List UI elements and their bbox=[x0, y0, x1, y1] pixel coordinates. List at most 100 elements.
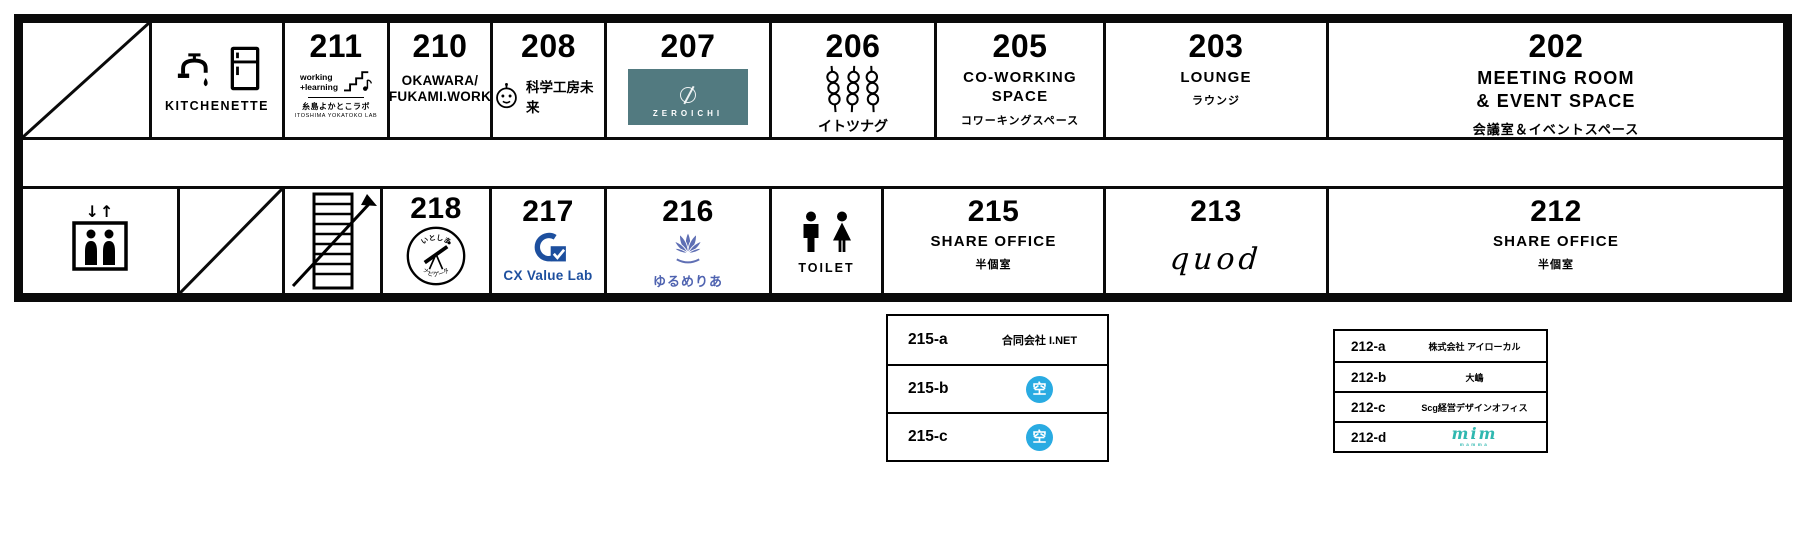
table-row: 215-c 空 bbox=[888, 412, 1107, 460]
unit-id: 212-d bbox=[1351, 429, 1387, 445]
zeroichi-mark-icon bbox=[680, 86, 696, 103]
kitchenette-icons bbox=[174, 46, 260, 91]
divider bbox=[308, 96, 364, 98]
quod-logo: quod bbox=[1168, 241, 1264, 277]
tenant-name: OKAWARA/ FUKAMI.WORK bbox=[390, 72, 492, 104]
vacancy-cell: 空 bbox=[982, 423, 1107, 451]
room-name-jp: ラウンジ bbox=[1192, 95, 1240, 108]
toilet-icon bbox=[803, 211, 851, 252]
unused-corner-area bbox=[23, 23, 152, 137]
room-name: SHARE OFFICE bbox=[930, 232, 1057, 250]
room-210: 210 OKAWARA/ FUKAMI.WORK bbox=[390, 23, 493, 137]
table-row: 212-d mim mamma bbox=[1335, 421, 1546, 451]
room-211: 211 working +learning 糸島よかとこラボ ITOSHI bbox=[285, 23, 390, 137]
mim-logo: mim mamma bbox=[1451, 424, 1498, 448]
room-number: 203 bbox=[1188, 28, 1244, 64]
unit-id: 215-a bbox=[908, 331, 948, 348]
vacant-badge: 空 bbox=[1026, 423, 1053, 451]
room-name-jp: 会議室＆イベントスペース bbox=[1472, 122, 1640, 137]
toilet-area: TOILET bbox=[772, 189, 884, 293]
diagonal-line bbox=[180, 189, 282, 293]
svg-text:いとしま: いとしま bbox=[420, 233, 453, 245]
room-name-jp: コワーキングスペース bbox=[960, 114, 1080, 127]
table-row: 212-b 大嶋 bbox=[1335, 361, 1546, 391]
unused-area bbox=[180, 189, 285, 293]
tenant-logo-cell: mim mamma bbox=[1413, 426, 1546, 448]
room-number: 213 bbox=[1190, 195, 1242, 228]
room-number: 208 bbox=[521, 28, 576, 64]
tenant-logo-row: 科学工房未来 bbox=[493, 76, 604, 116]
table-row: 215-a 合同会社 I.NET bbox=[888, 316, 1107, 364]
room-name: MEETING ROOM & EVENT SPACE bbox=[1476, 67, 1636, 111]
kagaku-kobo-mascot-icon bbox=[496, 82, 517, 108]
room-name: SHARE OFFICE bbox=[1492, 232, 1620, 250]
unit-id: 215-c bbox=[908, 428, 948, 445]
faucet-icon bbox=[177, 53, 208, 87]
tenant-name: イトツナグ bbox=[818, 117, 888, 134]
room-name-jp: 半個室 bbox=[1538, 259, 1574, 271]
room-212-detail-table: 212-a 株式会社 アイローカル 212-b 大嶋 212-c Scg経営デザ… bbox=[1333, 329, 1548, 453]
room-215: 215 SHARE OFFICE 半個室 bbox=[884, 189, 1106, 293]
room-207: 207 ZEROICHI bbox=[607, 23, 772, 137]
unit-id: 215-b bbox=[908, 380, 949, 397]
room-number: 217 bbox=[522, 195, 574, 228]
vacant-badge: 空 bbox=[1026, 375, 1053, 403]
tenant-name: 合同会社 I.NET bbox=[1001, 335, 1078, 347]
room-number: 210 bbox=[412, 28, 468, 64]
room-203: 203 LOUNGE ラウンジ bbox=[1106, 23, 1329, 137]
table-row: 215-b 空 bbox=[888, 364, 1107, 412]
working-learning-label: working +learning bbox=[299, 72, 339, 92]
yokatoko-logo: working +learning bbox=[300, 67, 372, 93]
room-name: CO-WORKING SPACE bbox=[963, 68, 1077, 106]
tenant-name: Scg経営デザインオフィス bbox=[1421, 402, 1528, 413]
room-number: 207 bbox=[660, 28, 716, 64]
room-216: 216 ゆるめりあ bbox=[607, 189, 772, 293]
room-number: 215 bbox=[967, 195, 1020, 228]
room-215-detail-table: 215-a 合同会社 I.NET 215-b 空 215-c 空 bbox=[886, 314, 1109, 462]
zeroichi-logo: ZEROICHI bbox=[628, 68, 748, 125]
unit-id: 212-c bbox=[1351, 399, 1386, 415]
room-218: 218 いとしま ナビゲータ bbox=[383, 189, 492, 293]
room-name: LOUNGE bbox=[1180, 68, 1252, 86]
table-row: 212-c Scg経営デザインオフィス bbox=[1335, 391, 1546, 421]
tenant-name: ゆるめりあ bbox=[652, 273, 723, 289]
diagonal-line bbox=[23, 23, 149, 137]
tenant-name: 大嶋 bbox=[1465, 372, 1484, 383]
unit-id: 212-a bbox=[1351, 338, 1386, 354]
tenant-name-jp: 糸島よかとこラボ bbox=[302, 101, 370, 111]
elevator-arrows: ↓↑ bbox=[85, 202, 115, 221]
ascending-steps-icon bbox=[344, 70, 372, 91]
fridge-icon bbox=[230, 46, 260, 91]
room-number: 211 bbox=[309, 28, 363, 64]
room-number: 202 bbox=[1528, 28, 1584, 64]
toilet-label: TOILET bbox=[798, 260, 855, 275]
svg-text:ナビゲータ: ナビゲータ bbox=[421, 266, 451, 279]
room-205: 205 CO-WORKING SPACE コワーキングスペース bbox=[937, 23, 1106, 137]
elevator-area: ↓↑ bbox=[23, 189, 180, 293]
zeroichi-logo-text: ZEROICHI bbox=[652, 108, 724, 118]
building-outline: KITCHENETTE 211 working +learning bbox=[14, 14, 1792, 302]
room-number: 206 bbox=[825, 28, 881, 64]
kitchenette-label: KITCHENETTE bbox=[165, 99, 269, 113]
top-row: KITCHENETTE 211 working +learning bbox=[23, 23, 1783, 140]
tenant-name: 株式会社 アイローカル bbox=[1428, 341, 1521, 352]
cx-value-lab-mark-icon bbox=[534, 232, 566, 261]
room-208: 208 科学工房未来 bbox=[493, 23, 607, 137]
tenant-name: 科学工房未来 bbox=[525, 79, 594, 115]
room-name-jp: 半個室 bbox=[975, 259, 1012, 271]
corridor bbox=[23, 140, 1783, 186]
lotus-flower-icon bbox=[673, 231, 703, 263]
room-206: 206 bbox=[772, 23, 937, 137]
table-row: 212-a 株式会社 アイローカル bbox=[1335, 331, 1546, 361]
bottom-row: ↓↑ bbox=[23, 186, 1783, 293]
stairs-area bbox=[285, 189, 383, 293]
room-number: 218 bbox=[410, 192, 462, 225]
room-202: 202 MEETING ROOM & EVENT SPACE 会議室＆イベントス… bbox=[1329, 23, 1783, 137]
room-217: 217 CX Value Lab bbox=[492, 189, 607, 293]
tenant-name-en: ITOSHIMA YOKATOKO LAB bbox=[294, 112, 378, 119]
room-kitchenette: KITCHENETTE bbox=[152, 23, 285, 137]
stairs-icon bbox=[291, 192, 377, 290]
unit-id: 212-b bbox=[1351, 369, 1387, 385]
room-number: 212 bbox=[1530, 195, 1582, 228]
